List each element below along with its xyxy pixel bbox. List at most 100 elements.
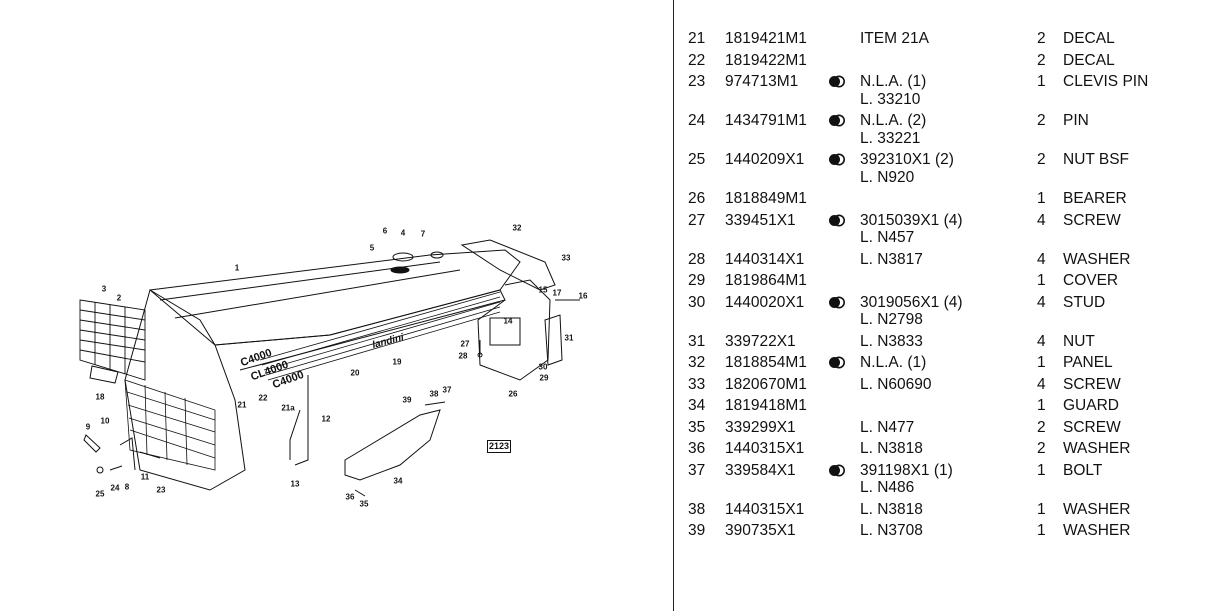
reference-line: L. N3708 [860,522,923,539]
item-number: 21 [688,30,706,47]
description: NUT [1063,332,1095,350]
reference-line: 392310X1 (2) [860,151,954,168]
rod-part [294,375,309,466]
reference-line: N.L.A. (1) [860,354,927,371]
callout-6: 6 [382,226,388,236]
reference: L. N3708 [860,522,923,540]
item-number: 29 [688,272,706,289]
reference-line: 3019056X1 (4) [860,293,963,311]
part-number: 1440020X1 [725,293,805,311]
reference: N.L.A. (2)L. 33221 [860,112,926,147]
callout-38: 38 [429,389,439,399]
reference-line: 391198X1 (1) [860,461,953,479]
reference-line: L. N477 [860,418,915,436]
callout-35: 35 [359,499,369,509]
hood-front [124,289,246,491]
interchange-symbol-icon [828,153,846,171]
description: WASHER [1063,500,1131,518]
callout-7: 7 [420,229,426,239]
reference-line: 3015039X1 (4) [860,211,963,229]
description: BEARER [1063,190,1127,207]
description: SCREW [1063,211,1121,229]
item-number: 35 [688,418,706,436]
reference-line: N.L.A. (2) [860,112,927,129]
interchange-symbol-icon [828,114,846,132]
part-number: 390735X1 [725,522,796,539]
reference: L. N3818 [860,501,923,519]
reference-line: L. N457 [860,229,915,246]
callout-13: 13 [290,479,300,489]
interchange-symbol-icon [828,214,846,232]
description: WASHER [1063,250,1131,268]
reference-line: L. N3818 [860,440,923,457]
description: DECAL [1063,51,1115,69]
reference-line: L. N2798 [860,311,923,328]
front-grille [79,299,146,381]
quantity: 1 [1037,522,1046,539]
callout-30: 30 [538,362,548,372]
quantity: 1 [1037,272,1046,289]
callout-26: 26 [508,389,518,399]
callout-28: 28 [458,351,468,361]
quantity: 2 [1037,418,1046,436]
callout-19: 19 [392,357,402,367]
reference-line: ITEM 21A [860,30,929,47]
parts-row: 37 339584X1 391198X1 (1)L. N486 1 BOLT [688,462,1208,497]
reference: N.L.A. (1) [860,354,926,372]
quantity: 1 [1037,461,1046,479]
item-number: 37 [688,461,706,479]
part-number: 1819421M1 [725,30,807,47]
reference: 391198X1 (1)L. N486 [860,462,953,497]
reference: L. N3818 [860,440,923,458]
callout-22: 22 [258,393,268,403]
description: PANEL [1063,354,1113,371]
part-number: 1440209X1 [725,151,805,168]
description: BOLT [1063,461,1103,479]
quantity: 2 [1037,51,1046,69]
callout-31: 31 [564,333,574,343]
item-number: 23 [688,73,706,90]
description: GUARD [1063,397,1119,414]
item-number: 24 [688,112,706,129]
reference-line: L. N920 [860,168,915,186]
callout-36: 36 [345,492,355,502]
part-number: 974713M1 [725,73,799,90]
figure-code: 2123 [487,440,512,453]
callout-3: 3 [101,284,107,294]
hood-top [148,249,521,346]
interchange-symbol-icon [828,464,846,482]
part-number: 339584X1 [725,461,796,479]
callout-18: 18 [95,392,105,402]
description: DECAL [1063,30,1115,47]
item-number: 34 [688,397,706,414]
quantity: 2 [1037,440,1046,457]
item-number: 31 [688,332,706,350]
description: WASHER [1063,522,1131,539]
callout-29: 29 [539,373,549,383]
reference-line: L. 33221 [860,129,921,147]
reference: L. N3817 [860,251,923,269]
callout-8: 8 [124,482,130,492]
reference-line: L. N3833 [860,332,923,350]
callout-14: 14 [503,316,513,326]
quantity: 4 [1037,293,1046,311]
callout-12: 12 [321,414,331,424]
callout-37: 37 [442,385,452,395]
callout-15: 15 [538,285,548,295]
callout-23: 23 [156,485,166,495]
callout-10: 10 [100,416,110,426]
interchange-symbol-icon [828,356,846,374]
item-number: 22 [688,51,706,69]
callout-20: 20 [350,368,360,378]
description: WASHER [1063,440,1131,457]
callout-9: 9 [85,422,91,432]
item-number: 26 [688,190,706,207]
item-number: 28 [688,250,706,268]
quantity: 1 [1037,500,1046,518]
quantity: 1 [1037,354,1046,371]
